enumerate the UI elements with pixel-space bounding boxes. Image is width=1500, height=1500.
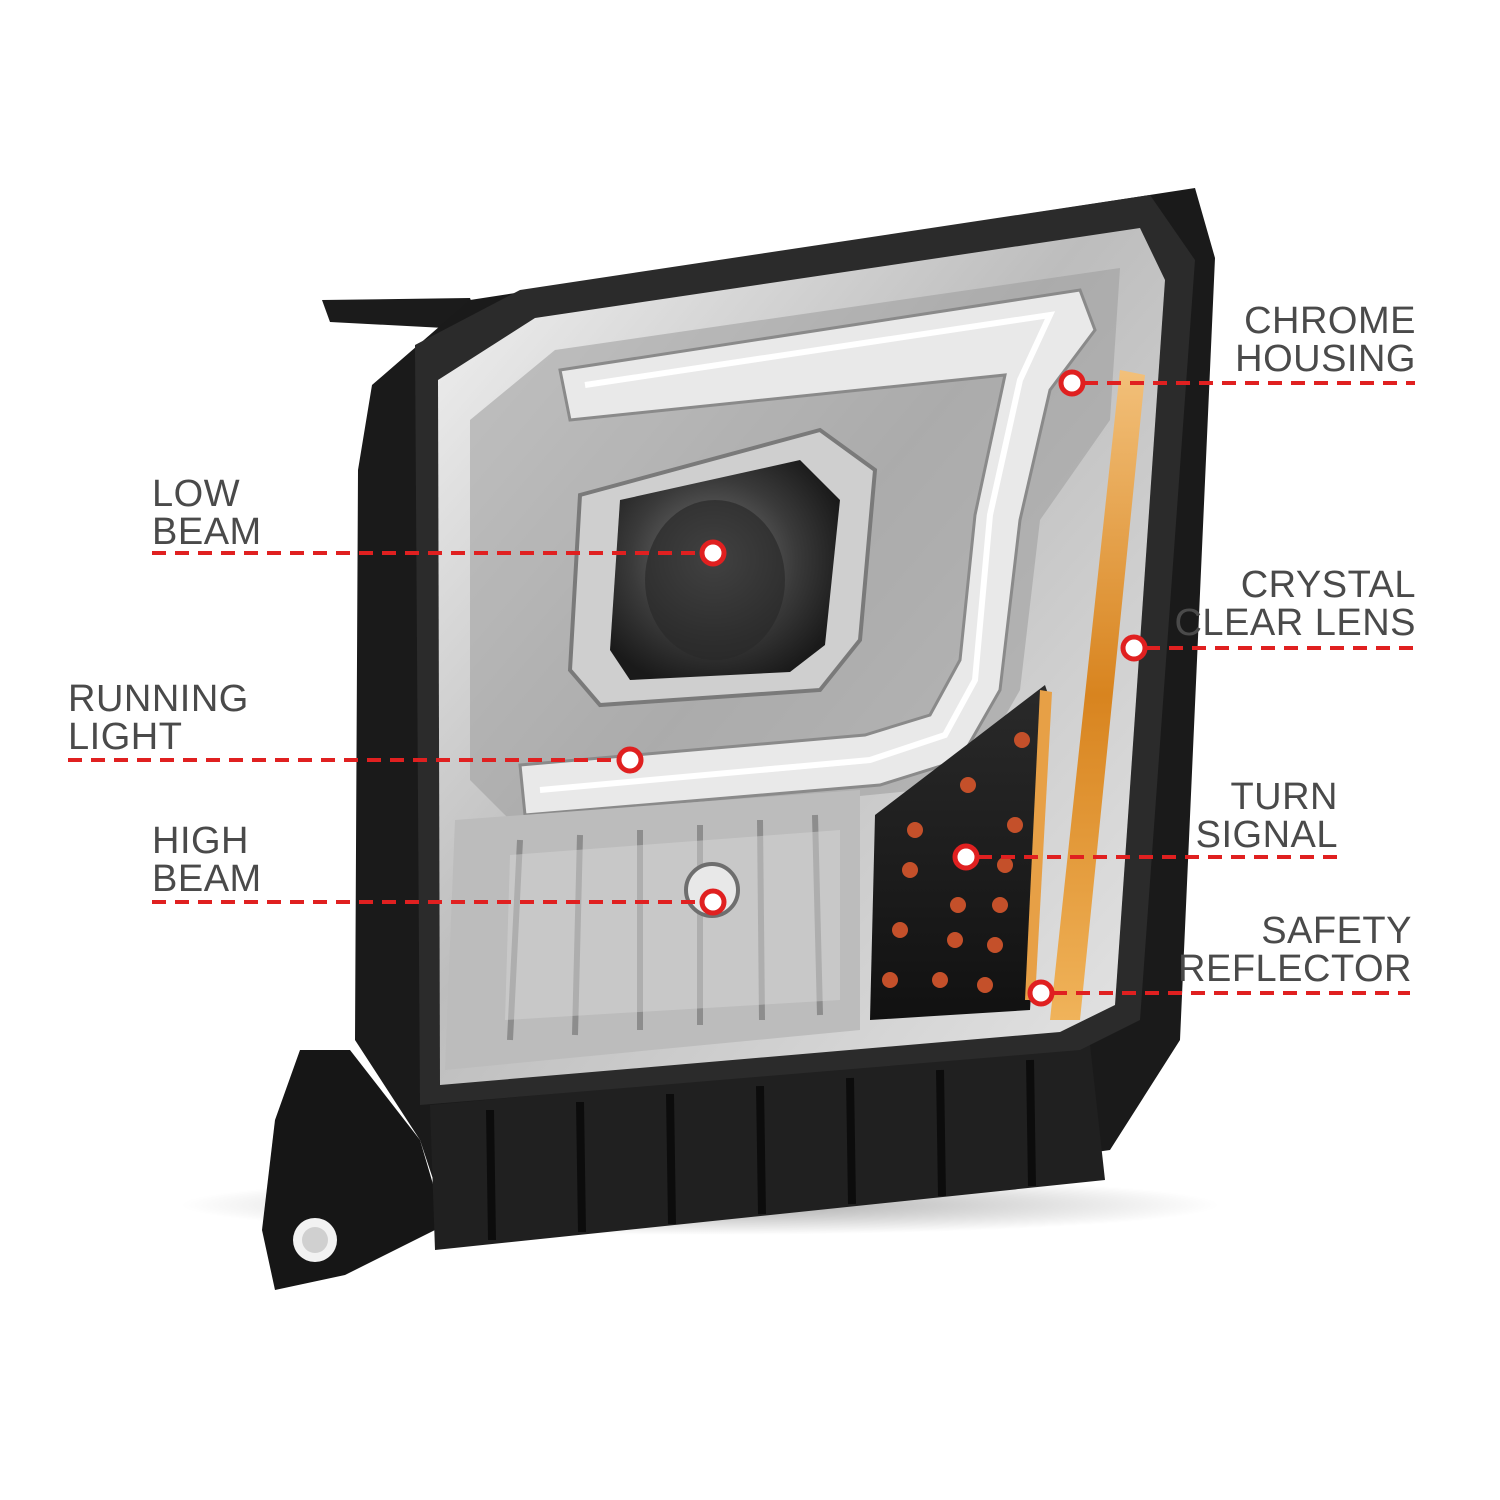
- running-light-glow: [539, 311, 1056, 793]
- label-crystal-clear-lens: CRYSTAL CLEAR LENS: [1174, 566, 1416, 642]
- reflector-facets: [507, 814, 823, 1041]
- label-line: REFLECTOR: [1178, 948, 1412, 990]
- low-beam-dot: [699, 539, 727, 567]
- label-line: RUNNING: [68, 678, 249, 720]
- turn-signal-leds: [882, 732, 1030, 993]
- base-rib-lines: [486, 1059, 1036, 1241]
- headlight-assembly: [262, 188, 1215, 1290]
- mounting-tab: [322, 298, 482, 330]
- label-line: CLEAR LENS: [1174, 602, 1416, 644]
- projector-core: [645, 500, 785, 660]
- label-line: HIGH: [152, 820, 249, 862]
- label-safety-reflector: SAFETY REFLECTOR: [1178, 912, 1412, 988]
- base-ribs: [430, 1045, 1105, 1250]
- callout-lines: [68, 381, 1415, 995]
- chrome-housing-dot: [1058, 369, 1086, 397]
- label-chrome-housing: CHROME HOUSING: [1235, 302, 1416, 378]
- label-line: SIGNAL: [1195, 814, 1338, 856]
- label-line: HOUSING: [1235, 338, 1416, 380]
- label-low-beam: LOW BEAM: [152, 475, 262, 551]
- label-line: LIGHT: [68, 716, 183, 758]
- label-line: SAFETY: [1261, 910, 1412, 952]
- label-line: CRYSTAL: [1240, 564, 1416, 606]
- label-line: BEAM: [152, 511, 262, 553]
- label-high-beam: HIGH BEAM: [152, 822, 262, 898]
- high-beam-dot: [699, 888, 727, 916]
- label-running-light: RUNNING LIGHT: [68, 680, 249, 756]
- label-line: CHROME: [1244, 300, 1416, 342]
- high-beam-chamber: [445, 790, 860, 1070]
- label-line: TURN: [1230, 776, 1338, 818]
- reflector-sheen: [505, 830, 840, 1020]
- running-light-dot: [616, 746, 644, 774]
- callout-dots: [616, 369, 1148, 1007]
- turn-signal-dot: [952, 843, 980, 871]
- amber-inner-strip: [1025, 690, 1052, 1000]
- crystal-clear-lens-dot: [1120, 634, 1148, 662]
- mounting-hole-inner: [302, 1227, 328, 1253]
- label-line: BEAM: [152, 858, 262, 900]
- label-turn-signal: TURN SIGNAL: [1196, 778, 1338, 854]
- safety-reflector-dot: [1027, 979, 1055, 1007]
- label-line: LOW: [152, 473, 241, 515]
